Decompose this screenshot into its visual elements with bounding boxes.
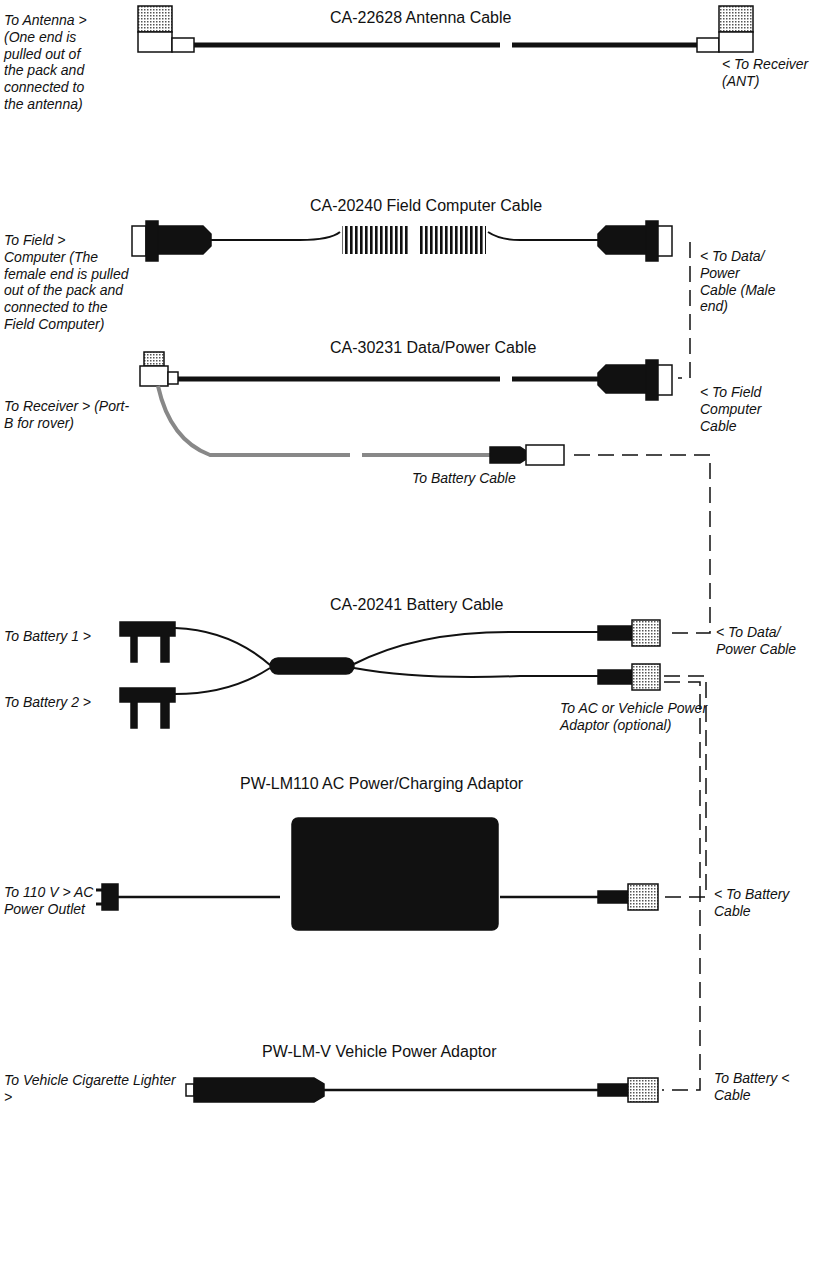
callout-label: To Battery 1 > [4,628,116,645]
callout-label: To Vehicle Cigarette Lighter > [4,1072,180,1106]
callout-label: To Antenna > (One end is pulled out of t… [4,12,102,113]
cable-title: CA-22628 Antenna Cable [330,8,511,27]
cable-title: CA-20241 Battery Cable [330,595,503,614]
callout-label: < To Receiver (ANT) [722,56,822,90]
callout-label: To Battery Cable [412,470,516,487]
callout-label: To Field > Computer (The female end is p… [4,232,130,333]
callout-label: To Receiver > (Port-B for rover) [4,398,134,432]
callout-label: < To Data/ Power Cable (Male end) [700,248,778,315]
callout-label: < To Field Computer Cable [700,384,790,434]
callout-label: < To Data/ Power Cable [716,624,806,658]
callout-label: To Battery < Cable [714,1070,810,1104]
callout-label: To AC or Vehicle Power Adaptor (optional… [560,700,710,734]
callout-label: To 110 V > AC Power Outlet [4,884,94,918]
callout-label: To Battery 2 > [4,694,116,711]
cable-title: PW-LM-V Vehicle Power Adaptor [262,1042,496,1061]
cable-title: PW-LM110 AC Power/Charging Adaptor [240,774,523,793]
callout-label: < To Battery Cable [714,886,814,920]
cable-title: CA-20240 Field Computer Cable [310,196,542,215]
cable-title: CA-30231 Data/Power Cable [330,338,536,357]
